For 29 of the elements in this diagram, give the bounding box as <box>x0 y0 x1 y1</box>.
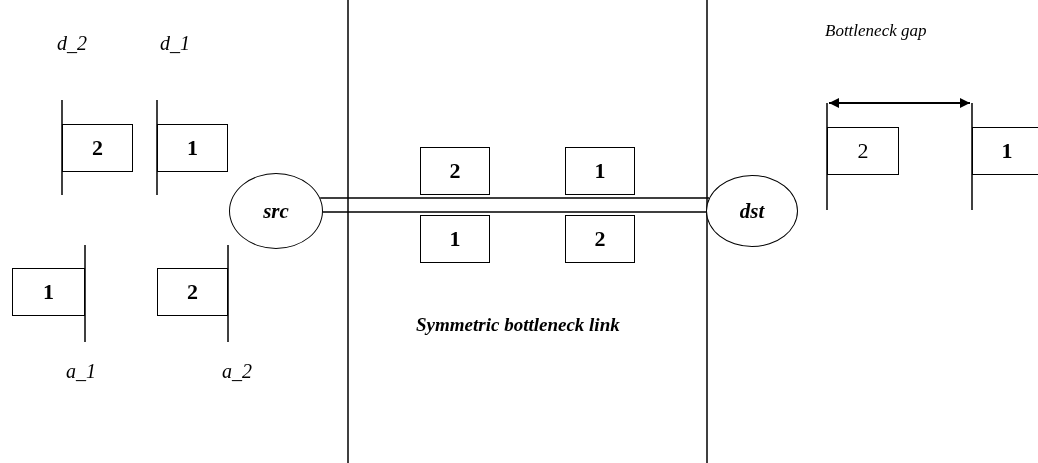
packet-number: 2 <box>187 281 198 303</box>
host-label: dst <box>739 200 765 222</box>
packet-box <box>157 124 228 172</box>
packet-box <box>12 268 85 316</box>
packet-box <box>565 215 635 263</box>
packet-box <box>420 147 490 195</box>
dimension-label: Bottleneck gap <box>825 22 927 39</box>
packet-number: 2 <box>92 137 103 159</box>
packet-number: 1 <box>1001 140 1013 162</box>
region-label: Symmetric bottleneck link <box>416 315 620 334</box>
arrival-label: a_1 <box>66 361 96 381</box>
packet-box <box>827 127 899 175</box>
packet-number: 1 <box>449 228 461 250</box>
packet-number: 1 <box>594 160 606 182</box>
departure-label: d_1 <box>160 33 190 53</box>
link-line <box>319 197 710 213</box>
packet-box <box>157 268 228 316</box>
packet-number: 1 <box>43 281 54 303</box>
packet-box <box>62 124 133 172</box>
arrival-label: a_2 <box>222 361 252 381</box>
packet-number: 1 <box>187 137 198 159</box>
packet-box <box>420 215 490 263</box>
departure-label: d_2 <box>57 33 87 53</box>
packet-number: 2 <box>449 160 461 182</box>
packet-number: 2 <box>857 140 869 162</box>
packet-box <box>565 147 635 195</box>
host-label: src <box>263 200 289 222</box>
packet-number: 2 <box>594 228 606 250</box>
packet-box <box>972 127 1038 175</box>
